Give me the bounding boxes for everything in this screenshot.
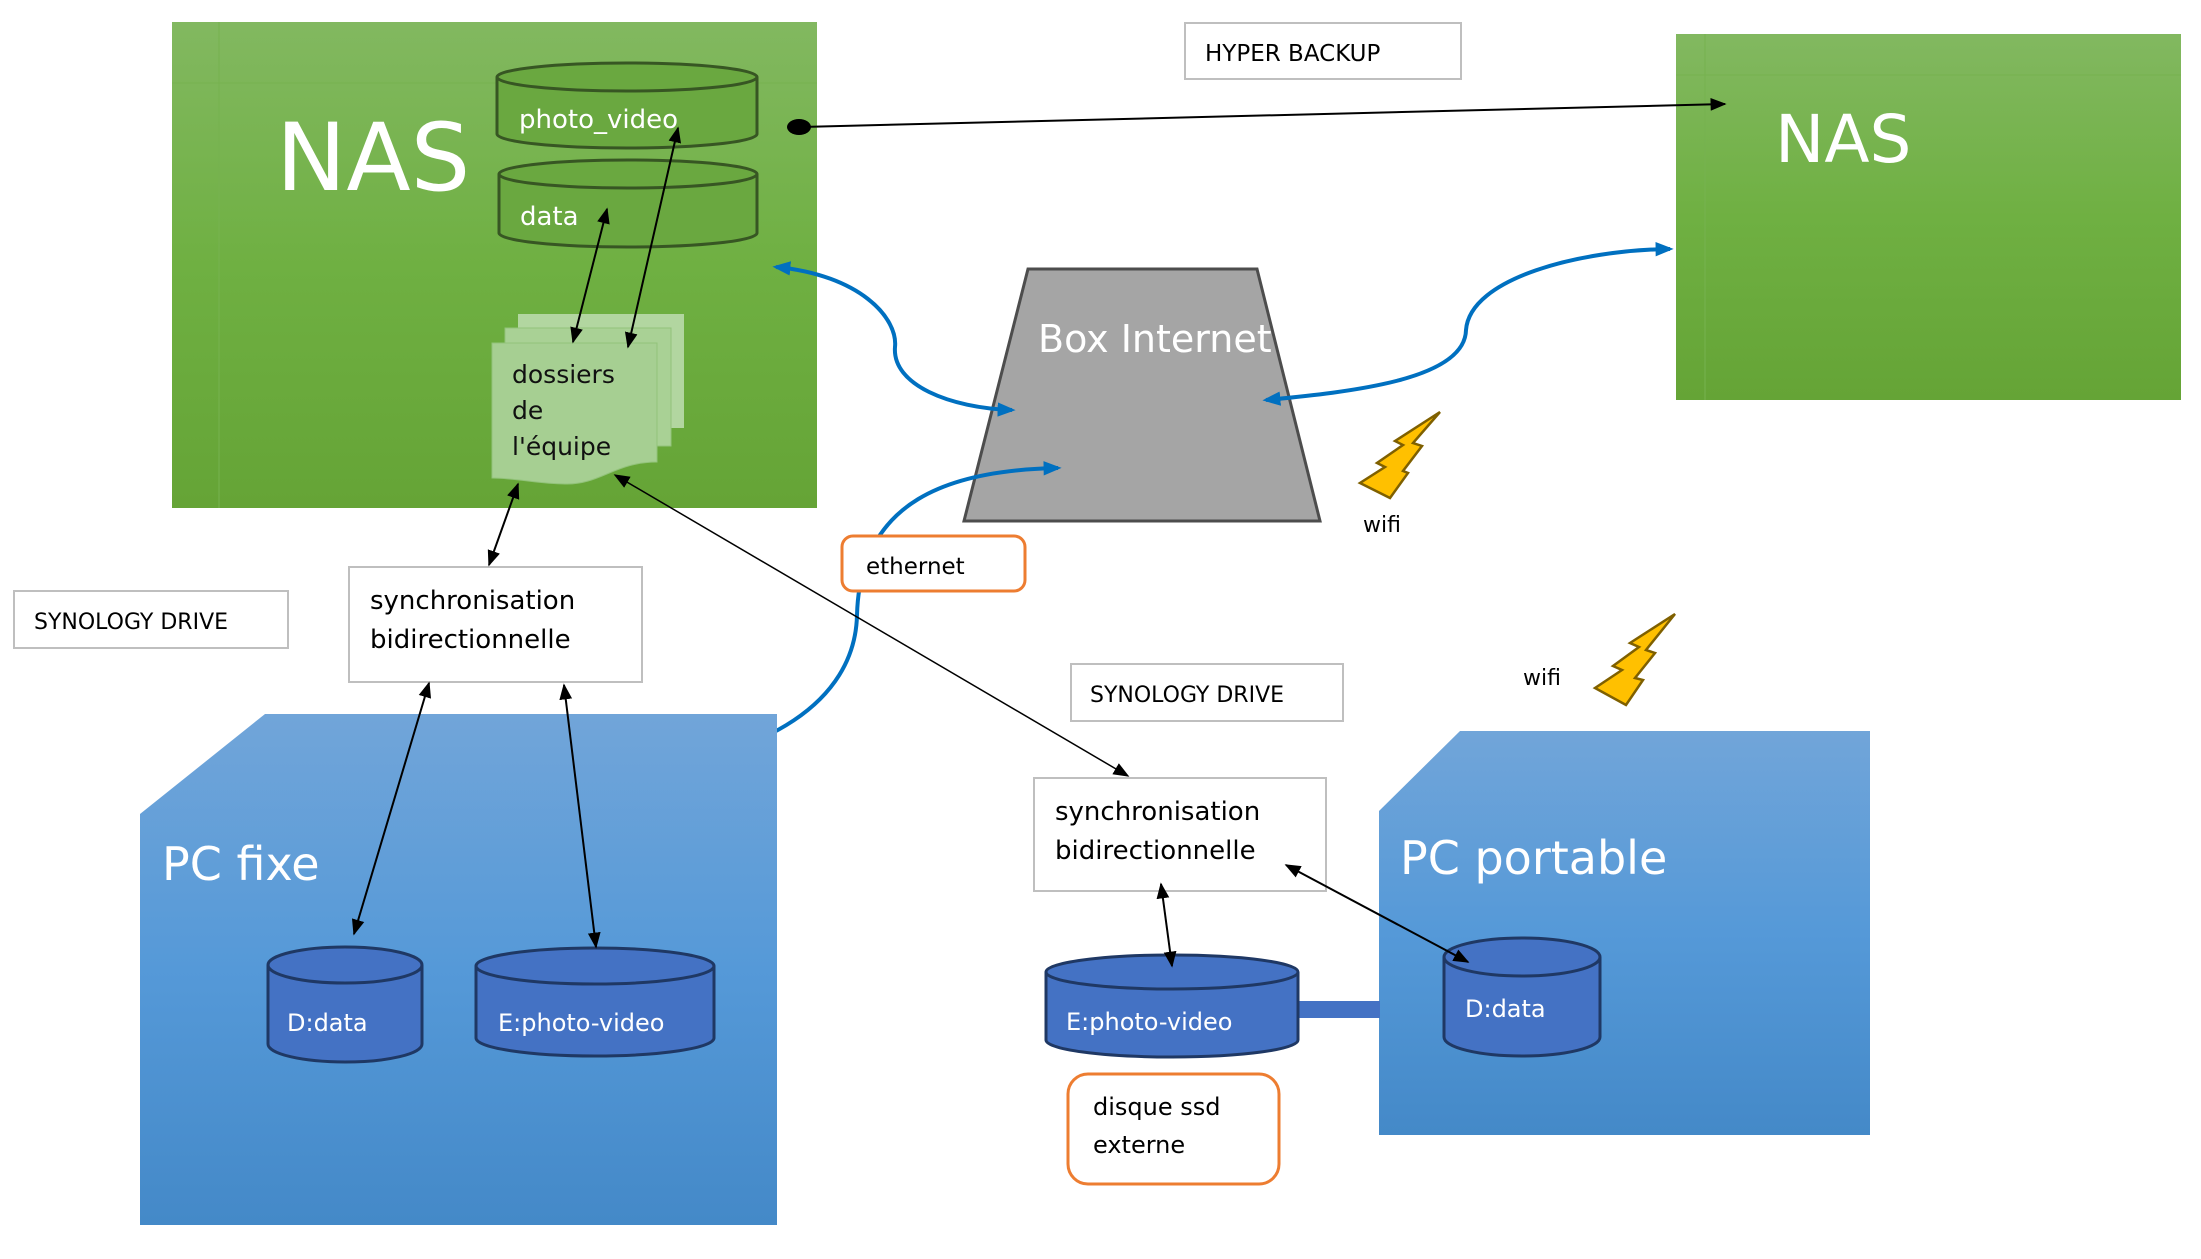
shared-folder-line-2: de: [512, 396, 543, 425]
volume-photo-video[interactable]: photo_video: [495, 61, 759, 150]
nas-backup-box: [1676, 34, 2181, 400]
external-ssd-note-line-1: disque ssd: [1093, 1093, 1221, 1121]
volume-photo-video-label: photo_video: [519, 105, 678, 135]
nas-backup-title: NAS: [1775, 101, 1911, 178]
external-ssd[interactable]: E:photo-video: [1044, 953, 1380, 1059]
sync-arrow-sync-2-to-ssd[interactable]: [1156, 882, 1177, 968]
pc-fixe-box: [140, 714, 777, 1225]
pc-fixe-drive-e[interactable]: E:photo-video: [474, 946, 716, 1058]
sync-arrow-sync-2-to-laptop-drive[interactable]: [1284, 864, 1470, 963]
sync-arrow-folders-to-sync-1[interactable]: [487, 482, 520, 567]
pc-fixe[interactable]: PC fixe D:data E:photo-video: [140, 714, 777, 1225]
pc-portable-box: [1379, 731, 1870, 1135]
hyper-backup-link[interactable]: [800, 97, 1727, 128]
wifi-label-box: wifi: [1363, 513, 1401, 538]
hyper-backup-label-box: HYPER BACKUP: [1184, 22, 1462, 80]
wifi-signal-box: wifi: [1357, 410, 1441, 538]
external-ssd-callout: disque ssd externe: [1066, 1072, 1281, 1186]
external-ssd-note-line-2: externe: [1093, 1131, 1185, 1159]
sync-arrow-sync-1-to-drive-d[interactable]: [351, 681, 432, 936]
pc-fixe-drive-d[interactable]: D:data: [266, 945, 424, 1064]
hyper-backup-link-origin-dot: [787, 119, 811, 135]
volume-data-label: data: [520, 202, 579, 232]
sync-box-pc-fixe[interactable]: synchronisation bidirectionnelle: [348, 566, 643, 683]
sync-box-pc-portable[interactable]: synchronisation bidirectionnelle: [1033, 777, 1327, 892]
box-internet[interactable]: Box Internet: [962, 267, 1322, 523]
synology-drive-label-2: SYNOLOGY DRIVE: [1090, 683, 1284, 708]
sync-box-2-line-2: bidirectionnelle: [1055, 836, 1256, 866]
ethernet-label: ethernet: [866, 554, 965, 580]
pc-portable-drive-d[interactable]: D:data: [1442, 936, 1602, 1058]
shared-team-folders[interactable]: dossiers de l'équipe: [491, 314, 684, 485]
pc-fixe-drive-d-label: D:data: [287, 1009, 368, 1037]
volume-data[interactable]: data: [497, 158, 759, 249]
shared-folder-line-3: l'équipe: [512, 432, 611, 461]
shared-folder-line-1: dossiers: [512, 360, 615, 389]
hyper-backup-label: HYPER BACKUP: [1205, 41, 1381, 67]
synology-drive-label-1: SYNOLOGY DRIVE: [34, 610, 228, 635]
document-sheet-front: [491, 342, 658, 485]
nas-main-title: NAS: [276, 104, 470, 213]
external-ssd-drive-label: E:photo-video: [1066, 1008, 1233, 1036]
sync-box-2-line-1: synchronisation: [1055, 797, 1260, 827]
synology-drive-label-box-1: SYNOLOGY DRIVE: [13, 590, 289, 649]
synology-drive-label-box-2: SYNOLOGY DRIVE: [1070, 663, 1344, 722]
lightning-bolt-icon: [1592, 612, 1676, 707]
link-nas-to-box[interactable]: [772, 261, 1016, 417]
sync-arrow-folders-to-sync-2[interactable]: [613, 474, 1130, 777]
pc-fixe-title: PC fixe: [162, 837, 320, 891]
sync-arrow-photo-video-to-folders[interactable]: [624, 126, 682, 349]
ssd-usb-connector: [1298, 1001, 1380, 1018]
sync-arrow-data-to-folders[interactable]: [570, 207, 610, 344]
link-box-to-backup-nas[interactable]: [1262, 241, 1674, 406]
sync-arrow-sync-1-to-drive-e[interactable]: [559, 683, 601, 949]
pc-portable-drive-d-label: D:data: [1465, 995, 1546, 1023]
wifi-label-laptop: wifi: [1523, 666, 1561, 691]
nas-main[interactable]: NAS photo_video data dossiers de l'équip…: [172, 22, 817, 508]
box-internet-label: Box Internet: [1038, 317, 1272, 361]
nas-backup[interactable]: NAS: [1676, 34, 2181, 400]
box-internet-shape: [962, 267, 1322, 523]
pc-portable-title: PC portable: [1400, 831, 1667, 885]
pc-fixe-drive-e-label: E:photo-video: [498, 1009, 665, 1037]
pc-portable[interactable]: PC portable D:data: [1379, 731, 1870, 1135]
sync-box-1-line-2: bidirectionnelle: [370, 625, 571, 655]
sync-box-1-line-1: synchronisation: [370, 586, 575, 616]
wifi-signal-laptop: wifi: [1523, 612, 1676, 707]
ethernet-callout: ethernet: [840, 534, 1027, 593]
lightning-bolt-icon: [1357, 410, 1441, 500]
